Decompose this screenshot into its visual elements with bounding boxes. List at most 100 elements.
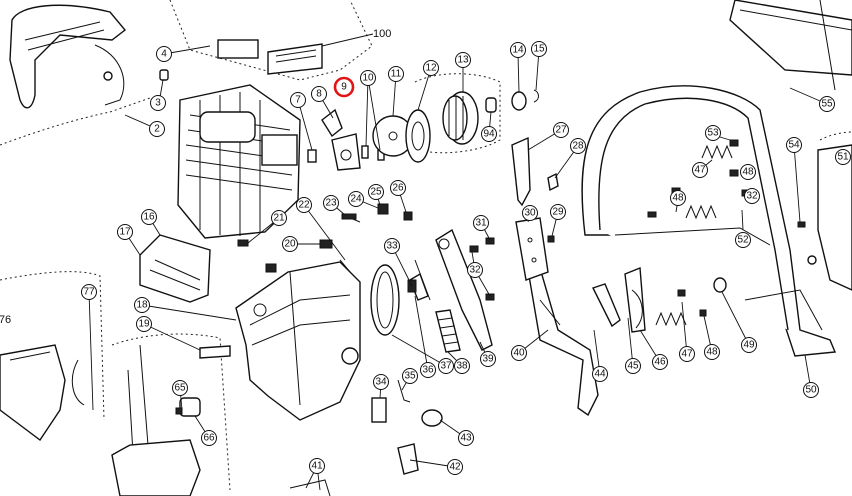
callout-number: 8 bbox=[316, 89, 322, 100]
callout-2: 2 bbox=[149, 121, 165, 137]
callout-circle bbox=[420, 362, 436, 378]
callout-circle bbox=[360, 70, 376, 86]
callout-55: 55 bbox=[819, 96, 835, 112]
callout-number: 23 bbox=[325, 198, 337, 209]
callout-number: 7 bbox=[295, 95, 301, 106]
callout-circle bbox=[368, 184, 384, 200]
callout-number: 13 bbox=[457, 55, 469, 66]
callout-26: 26 bbox=[390, 180, 406, 196]
callout-number: 42 bbox=[449, 462, 461, 473]
callout-circle bbox=[592, 366, 608, 382]
callout-circle bbox=[819, 96, 835, 112]
callout-11: 11 bbox=[388, 66, 404, 82]
callout-circle bbox=[652, 354, 668, 370]
callout-circle bbox=[134, 297, 150, 313]
callout-23: 23 bbox=[323, 195, 339, 211]
callout-circle bbox=[741, 337, 757, 353]
callout-16: 16 bbox=[141, 209, 157, 225]
callout-3: 3 bbox=[150, 95, 166, 111]
callout-28: 28 bbox=[570, 138, 586, 154]
callout-number: 54 bbox=[788, 140, 800, 151]
callout-number: 15 bbox=[533, 44, 545, 55]
callout-circle bbox=[348, 191, 364, 207]
callout-number: 45 bbox=[627, 361, 639, 372]
callout-24: 24 bbox=[348, 191, 364, 207]
callout-number: 43 bbox=[460, 433, 472, 444]
callout-circle bbox=[81, 284, 97, 300]
callout-number: 53 bbox=[707, 128, 719, 139]
callout-circle bbox=[550, 204, 566, 220]
callout-circle bbox=[704, 344, 720, 360]
callout-45: 45 bbox=[625, 358, 641, 374]
callout-circle bbox=[510, 42, 526, 58]
callout-number: 51 bbox=[837, 152, 849, 163]
callout-37: 37 bbox=[438, 358, 454, 374]
callout-18: 18 bbox=[134, 297, 150, 313]
callout-94: 94 bbox=[481, 126, 497, 142]
callout-circle bbox=[679, 346, 695, 362]
callout-39: 39 bbox=[480, 351, 496, 367]
callout-number: 50 bbox=[805, 385, 817, 396]
callout-circle bbox=[803, 382, 819, 398]
callout-number: 39 bbox=[482, 354, 494, 365]
callout-circle bbox=[458, 430, 474, 446]
callout-65: 65 bbox=[172, 380, 188, 396]
callout-circle bbox=[117, 224, 133, 240]
callout-21: 21 bbox=[271, 210, 287, 226]
callout-number: 48 bbox=[706, 347, 718, 358]
callout-19: 19 bbox=[136, 316, 152, 332]
callout-circle bbox=[786, 137, 802, 153]
callout-circle bbox=[309, 458, 325, 474]
callout-41: 41 bbox=[309, 458, 325, 474]
callout-circle bbox=[531, 41, 547, 57]
callout-circle bbox=[136, 316, 152, 332]
callout-10: 10 bbox=[360, 70, 376, 86]
callout-circle bbox=[473, 215, 489, 231]
callout-number: 32 bbox=[469, 265, 481, 276]
callout-32-dup0: 32 bbox=[744, 188, 760, 204]
callout-47: 47 bbox=[692, 162, 708, 178]
callout-13: 13 bbox=[455, 52, 471, 68]
callout-number: 27 bbox=[555, 125, 567, 136]
callout-31: 31 bbox=[473, 215, 489, 231]
callout-42: 42 bbox=[447, 459, 463, 475]
callout-circle bbox=[271, 210, 287, 226]
callout-circle bbox=[390, 180, 406, 196]
callout-circle bbox=[835, 149, 851, 165]
callout-30: 30 bbox=[522, 205, 538, 221]
callout-number: 32 bbox=[746, 191, 758, 202]
callout-number: 29 bbox=[552, 207, 564, 218]
callout-circle bbox=[522, 205, 538, 221]
callout-circle bbox=[455, 52, 471, 68]
callout-circle bbox=[625, 358, 641, 374]
callout-66: 66 bbox=[201, 430, 217, 446]
callout-35: 35 bbox=[402, 368, 418, 384]
callout-number: 14 bbox=[512, 45, 524, 56]
callout-circle bbox=[388, 66, 404, 82]
callout-circle bbox=[705, 125, 721, 141]
callout-46: 46 bbox=[652, 354, 668, 370]
callout-34: 34 bbox=[373, 374, 389, 390]
callout-number: 28 bbox=[572, 141, 584, 152]
callout-50: 50 bbox=[803, 382, 819, 398]
callout-number: 20 bbox=[284, 239, 296, 250]
callout-circle bbox=[333, 76, 355, 98]
callout-circle bbox=[323, 195, 339, 211]
callout-53: 53 bbox=[705, 125, 721, 141]
callout-33: 33 bbox=[384, 238, 400, 254]
callout-54: 54 bbox=[786, 137, 802, 153]
callout-15: 15 bbox=[531, 41, 547, 57]
callout-circle bbox=[282, 236, 298, 252]
callout-number: 17 bbox=[119, 227, 131, 238]
callout-circle bbox=[692, 162, 708, 178]
callout-number: 94 bbox=[483, 129, 495, 140]
callout-number: 19 bbox=[138, 319, 150, 330]
callout-number: 46 bbox=[654, 357, 666, 368]
callout-number: 3 bbox=[155, 98, 161, 109]
callout-number: 35 bbox=[404, 371, 416, 382]
callout-circle bbox=[384, 238, 400, 254]
callout-number: 9 bbox=[341, 82, 347, 93]
callout-circle bbox=[150, 95, 166, 111]
callout-43: 43 bbox=[458, 430, 474, 446]
